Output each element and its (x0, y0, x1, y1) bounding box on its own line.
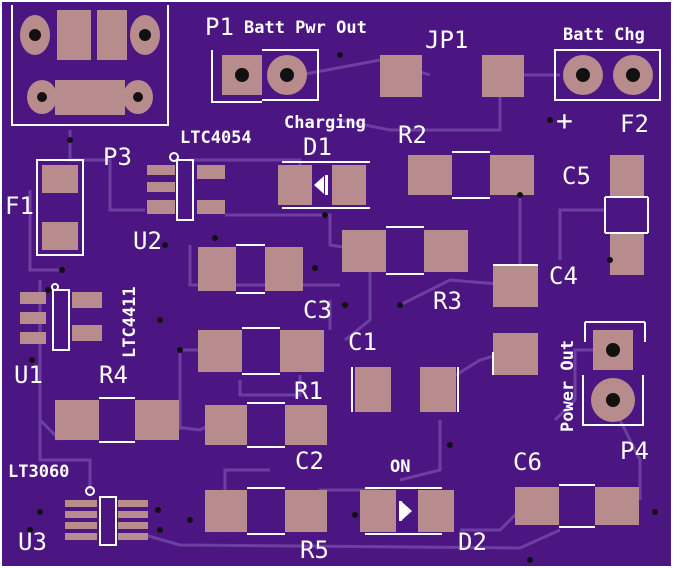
label-d1: D1 (303, 133, 332, 161)
label-jp1: JP1 (425, 26, 468, 54)
label-batt-pwr-out: Batt Pwr Out (244, 18, 367, 38)
label-f2: F2 (620, 110, 649, 138)
label-p1: P1 (205, 13, 234, 41)
label-lt3060: LT3060 (8, 462, 69, 482)
label-batt-chg: Batt Chg (563, 25, 645, 45)
label-c2: C2 (295, 447, 324, 475)
label-ltc4411: LTC4411 (120, 286, 140, 358)
label-p4: P4 (620, 437, 649, 465)
label-c6: C6 (513, 448, 542, 476)
label-c4: C4 (549, 262, 578, 290)
drill-holes (29, 29, 640, 407)
silkscreen-markers (51, 152, 494, 521)
label-f1: F1 (5, 192, 34, 220)
copper-pads (20, 10, 644, 540)
label-u3: U3 (18, 528, 47, 556)
label-plus: + (556, 104, 573, 137)
label-r5: R5 (300, 536, 329, 564)
label-u1: U1 (14, 361, 43, 389)
label-power-out: Power Out (558, 340, 578, 432)
label-ltc4054: LTC4054 (180, 128, 252, 148)
label-u2: U2 (133, 227, 162, 255)
label-c1: C1 (348, 328, 377, 356)
vias (27, 52, 658, 563)
label-on: ON (390, 457, 410, 477)
label-p3: P3 (103, 143, 132, 171)
label-d2: D2 (458, 528, 487, 556)
label-r3: R3 (433, 287, 462, 315)
silkscreen-outlines (11, 5, 661, 546)
silkscreen-text: P1 Batt Pwr Out JP1 Batt Chg + F2 Chargi… (5, 13, 649, 564)
label-r4: R4 (99, 361, 128, 389)
label-r1: R1 (294, 377, 323, 405)
label-charging: Charging (284, 113, 366, 133)
label-c3: C3 (303, 296, 332, 324)
label-r2: R2 (398, 121, 427, 149)
label-c5: C5 (562, 162, 591, 190)
